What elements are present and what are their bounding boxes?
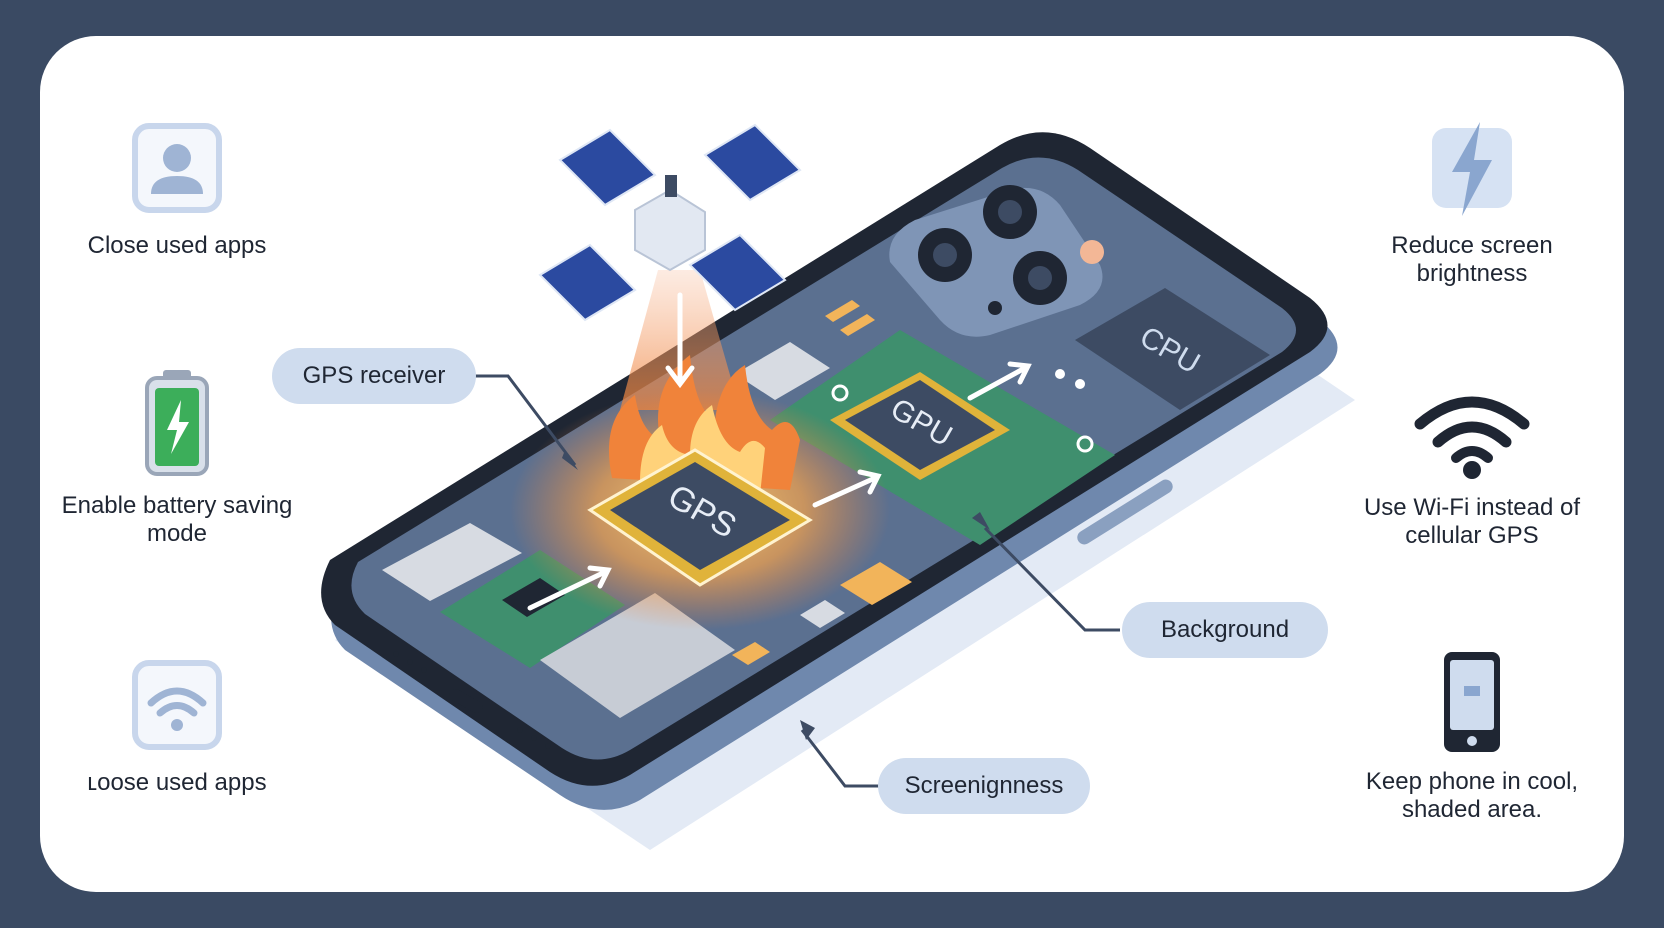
- wifi-icon: [132, 660, 222, 750]
- component-gray-left: [382, 523, 522, 601]
- callout-leaders: [475, 374, 1120, 788]
- component-connector: [800, 600, 845, 628]
- tip-keep-cool: Keep phone in cool, shaded area.: [1352, 650, 1592, 824]
- tip-label: Close used apps: [87, 232, 267, 259]
- tip-label: ʟoose used apps: [87, 769, 267, 796]
- tip-use-wifi: Use Wi-Fi instead of cellular GPS: [1352, 388, 1592, 550]
- gpu-chip: GPU: [830, 372, 1010, 480]
- callout-screen: Screenignness: [878, 758, 1090, 814]
- camera-module: [889, 185, 1104, 337]
- component-orange-small: [732, 642, 770, 665]
- tip-close-apps: Close used apps: [57, 118, 297, 260]
- tip-loose-apps: ʟoose used apps: [57, 655, 297, 797]
- cpu-chip: CPU: [1075, 288, 1270, 410]
- data-flow-arrows: [527, 292, 1032, 611]
- component-orange: [840, 562, 912, 605]
- tip-label: Reduce screen brightness: [1391, 232, 1553, 287]
- tip-battery-saving: Enable battery saving mode: [57, 368, 297, 548]
- person-app-icon: [132, 123, 222, 213]
- satellite-icon: [538, 123, 802, 322]
- tip-label: Enable battery saving mode: [61, 492, 293, 547]
- phone-ports: [393, 479, 1173, 749]
- lightning-bolt-icon: [1432, 122, 1512, 216]
- tip-reduce-brightness: Reduce screen brightness: [1352, 118, 1592, 288]
- battery-charging-icon: [145, 370, 209, 476]
- smartphone-icon: [1444, 652, 1500, 752]
- gps-chip: GPS: [587, 448, 813, 587]
- callout-background: Background: [1122, 602, 1328, 658]
- component-chip-small: [502, 578, 565, 617]
- wifi-icon: [1414, 396, 1530, 479]
- callout-gps-receiver: GPS receiver: [272, 348, 476, 404]
- component-gray-top: [735, 342, 830, 400]
- tip-label: Keep phone in cool, shaded area.: [1365, 768, 1579, 823]
- tip-label: Use Wi-Fi instead of cellular GPS: [1363, 494, 1581, 549]
